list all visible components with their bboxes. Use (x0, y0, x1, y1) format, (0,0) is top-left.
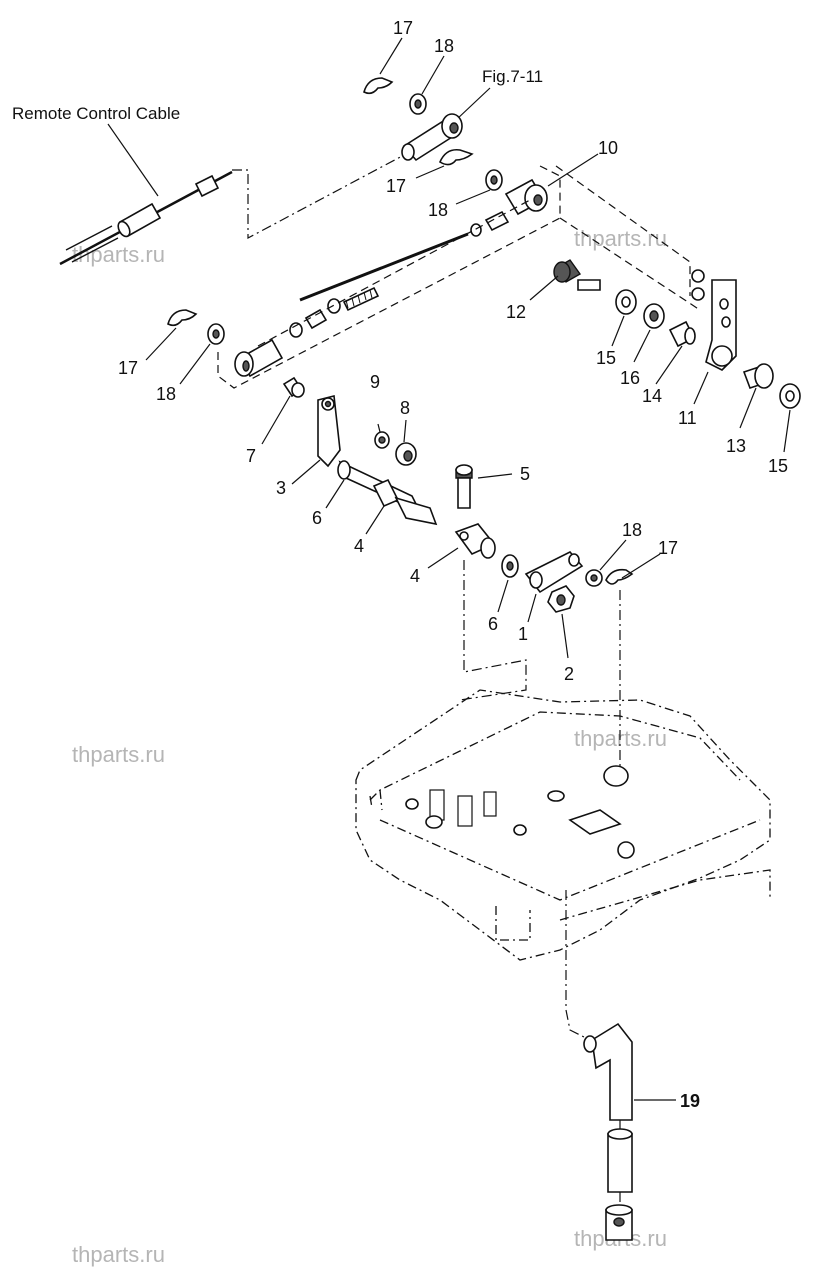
hose-assembly (583, 1022, 633, 1241)
watermark: thparts.ru (72, 1242, 165, 1267)
callout-17: 17 (393, 18, 413, 38)
callout-18: 18 (428, 200, 448, 220)
middle-lever-assembly (282, 376, 634, 613)
callout-9: 9 (370, 372, 380, 392)
callout-18: 18 (434, 36, 454, 56)
callout-2: 2 (564, 664, 574, 684)
upper-joint-assembly (167, 77, 561, 389)
callout-19: 19 (680, 1091, 700, 1111)
callout-15: 15 (596, 348, 616, 368)
watermark: thparts.ru (574, 226, 667, 251)
callout-18: 18 (156, 384, 176, 404)
callout-3: 3 (276, 478, 286, 498)
callout-17: 17 (386, 176, 406, 196)
callout-leaders (145, 37, 791, 1101)
remote-control-cable (59, 137, 437, 266)
callout-8: 8 (400, 398, 410, 418)
leader-line (455, 87, 491, 121)
callout-18: 18 (622, 520, 642, 540)
engine-block-outline (355, 560, 771, 1041)
callout-4: 4 (354, 536, 364, 556)
callout-6: 6 (312, 508, 322, 528)
watermark: thparts.ru (72, 742, 165, 767)
callout-17: 17 (658, 538, 678, 558)
callout-15: 15 (768, 456, 788, 476)
callout-7: 7 (246, 446, 256, 466)
figure-reference: Fig.7-11 (482, 67, 543, 86)
callout-13: 13 (726, 436, 746, 456)
remote-control-cable-label: Remote Control Cable (12, 104, 180, 123)
callout-5: 5 (520, 464, 530, 484)
callout-11: 11 (678, 408, 697, 428)
right-arm-assembly (553, 165, 801, 409)
callout-1: 1 (518, 624, 528, 644)
callout-4: 4 (410, 566, 420, 586)
callout-16: 16 (620, 368, 640, 388)
callout-12: 12 (506, 302, 526, 322)
leader-line (107, 123, 159, 197)
callout-6: 6 (488, 614, 498, 634)
callout-10: 10 (598, 138, 618, 158)
callout-14: 14 (642, 386, 662, 406)
callout-17: 17 (118, 358, 138, 378)
